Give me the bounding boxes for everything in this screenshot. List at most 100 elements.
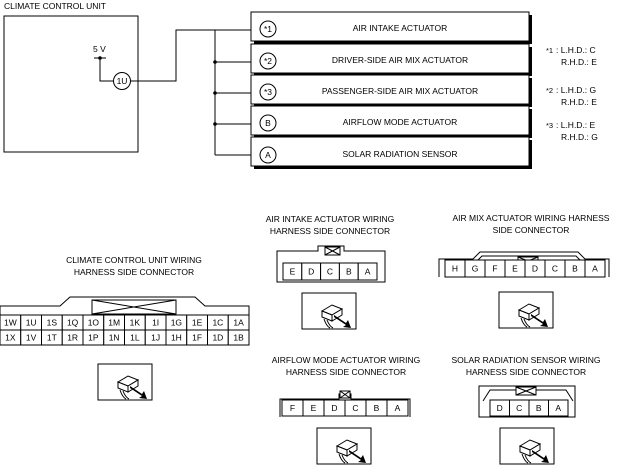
component-airflow-mode-actuator: B AIRFLOW MODE ACTUATOR <box>250 105 532 138</box>
ccu-row1-pin-label: 1C <box>212 318 223 328</box>
ccu-row1-pin-label: 1A <box>233 318 244 328</box>
ccu-row2-pin-label: 1V <box>26 333 37 343</box>
solar-plug-icon <box>499 427 555 465</box>
air-mix-plug-icon <box>498 291 554 329</box>
ccu-row1-pin-label: 1Q <box>67 318 79 328</box>
svg-text:*1: *1 <box>546 46 553 55</box>
supply-voltage-label: 5 V <box>93 44 106 54</box>
air-mix-pin-label: A <box>592 264 598 274</box>
ccu-connector-title-1: CLIMATE CONTROL UNIT WIRING <box>66 255 202 265</box>
air-mix-pin-label: C <box>552 264 558 274</box>
ccu-row1-pin-label: 1W <box>4 318 17 328</box>
air-mix-cell <box>584 259 606 278</box>
air-intake-connector-title-2: HARNESS SIDE CONNECTOR <box>270 226 390 236</box>
air-intake-pin-label: B <box>346 267 352 277</box>
ccu-row2-pin-label: 1P <box>88 333 99 343</box>
ccu-row1-pin-label: 1U <box>26 318 37 328</box>
note-3: *3 : L.H.D.: E R.H.D.: G <box>546 120 598 142</box>
air-intake-plug-icon <box>301 292 357 330</box>
solar-pin-label: B <box>536 403 542 413</box>
component-air-intake-actuator: *1 AIR INTAKE ACTUATOR <box>250 11 532 44</box>
terminal-label: *1 <box>264 24 272 34</box>
air-mix-pin-label: E <box>512 264 518 274</box>
component-label: PASSENGER-SIDE AIR MIX ACTUATOR <box>322 86 478 96</box>
svg-text:: L.H.D.: C: : L.H.D.: C <box>556 45 596 55</box>
ccu-row2-pin-label: 1H <box>171 333 182 343</box>
ccu-row1-pin-label: 1K <box>130 318 141 328</box>
terminal-label: A <box>265 150 271 160</box>
air-intake-pin-label: C <box>327 267 333 277</box>
terminal-label: *3 <box>264 87 272 97</box>
ccu-row2-pin-label: 1X <box>5 333 16 343</box>
air-mix-pin-label: F <box>492 264 497 274</box>
air-mix-pin-label: G <box>472 264 479 274</box>
ccu-row2-pin-label: 1L <box>130 333 140 343</box>
airflow-pin-label: D <box>331 403 337 413</box>
air-intake-connector-title-1: AIR INTAKE ACTUATOR WIRING <box>266 214 394 224</box>
svg-text:*2: *2 <box>546 86 553 95</box>
svg-text:*3: *3 <box>546 121 553 130</box>
airflow-connector-title-1: AIRFLOW MODE ACTUATOR WIRING <box>272 355 420 365</box>
airflow-pin-label: C <box>352 403 358 413</box>
airflow-pin-label: F <box>290 403 295 413</box>
air-intake-pin-label: E <box>290 267 296 277</box>
air-mix-connector-title-1: AIR MIX ACTUATOR WIRING HARNESS <box>453 213 610 223</box>
unit-title: CLIMATE CONTROL UNIT <box>4 1 106 11</box>
solar-pin-label: D <box>497 403 503 413</box>
ccu-row2-pin-label: 1F <box>192 333 202 343</box>
component-label: DRIVER-SIDE AIR MIX ACTUATOR <box>332 55 468 65</box>
ccu-row2-pin-label: 1J <box>151 333 160 343</box>
component-label: AIRFLOW MODE ACTUATOR <box>343 117 457 127</box>
solar-cell <box>548 399 569 417</box>
ccu-row2-pin-label: 1R <box>67 333 78 343</box>
component-label: SOLAR RADIATION SENSOR <box>342 149 457 159</box>
solar-connector-title-2: HARNESS SIDE CONNECTOR <box>466 367 586 377</box>
ccu-plug-icon <box>97 363 153 401</box>
ccu-row2-pin-label: 1N <box>109 333 120 343</box>
air-intake-cell <box>357 262 378 281</box>
ccu-row1-pin-label: 1M <box>108 318 120 328</box>
air-mix-connector-title-2: SIDE CONNECTOR <box>493 225 570 235</box>
air-mix-pin-label: B <box>572 264 578 274</box>
svg-text:: L.H.D.: G: : L.H.D.: G <box>556 85 596 95</box>
solar-connector-title-1: SOLAR RADIATION SENSOR WIRING <box>451 355 600 365</box>
ccu-row2-pin-label: 1B <box>233 333 244 343</box>
ccu-row2-pin-label: 1D <box>212 333 223 343</box>
ccu-row1-pin-label: 1I <box>152 318 159 328</box>
svg-text:R.H.D.: G: R.H.D.: G <box>561 132 598 142</box>
ccu-row1-pin-label: 1G <box>171 318 182 328</box>
terminal-label: B <box>265 118 271 128</box>
terminal-label: *2 <box>264 56 272 66</box>
ccu-row1-pin-label: 1O <box>88 318 100 328</box>
svg-text:R.H.D.: E: R.H.D.: E <box>561 57 597 67</box>
component-label: AIR INTAKE ACTUATOR <box>353 23 447 33</box>
airflow-pin-label: A <box>395 403 401 413</box>
air-mix-pin-label: H <box>452 264 458 274</box>
airflow-connector-title-2: HARNESS SIDE CONNECTOR <box>286 367 406 377</box>
airflow-pin-label: E <box>311 403 317 413</box>
solar-pin-label: C <box>516 403 522 413</box>
note-1: *1 : L.H.D.: C R.H.D.: E <box>546 45 597 67</box>
ccu-row2-cell <box>227 329 250 346</box>
ccu-row2-pin-label: 1T <box>47 333 57 343</box>
component-passenger-side-air-mix-actuator: *3 PASSENGER-SIDE AIR MIX ACTUATOR <box>250 74 532 107</box>
ccu-row1-pin-label: 1S <box>47 318 58 328</box>
airflow-pin-label: B <box>374 403 380 413</box>
component-solar-radiation-sensor: A SOLAR RADIATION SENSOR <box>250 136 532 169</box>
note-2: *2 : L.H.D.: G R.H.D.: E <box>546 85 597 107</box>
component-driver-side-air-mix-actuator: *2 DRIVER-SIDE AIR MIX ACTUATOR <box>250 43 532 76</box>
airflow-cell <box>386 399 409 417</box>
svg-text:R.H.D.: E: R.H.D.: E <box>561 97 597 107</box>
ccu-connector-title-2: HARNESS SIDE CONNECTOR <box>74 267 194 277</box>
airflow-plug-icon <box>316 427 372 465</box>
solar-pin-label: A <box>555 403 561 413</box>
unit-terminal-label: 1U <box>117 76 128 86</box>
air-intake-pin-label: A <box>365 267 371 277</box>
air-mix-pin-label: D <box>532 264 538 274</box>
